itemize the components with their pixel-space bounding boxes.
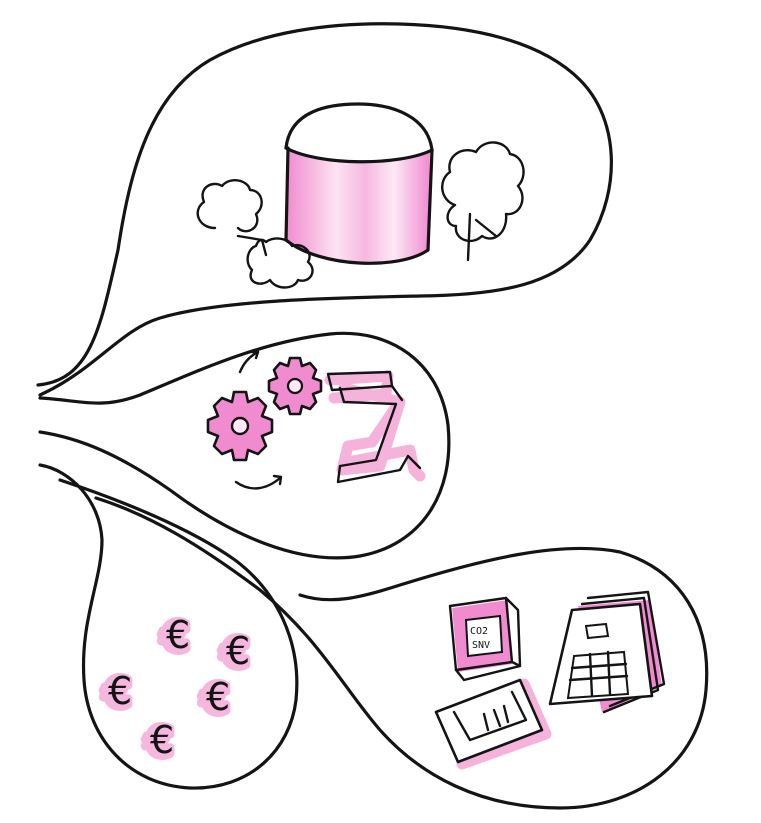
svg-text:€: € — [226, 629, 250, 673]
svg-text:SNV: SNV — [472, 640, 490, 651]
svg-text:€: € — [166, 613, 190, 657]
euro-icon: € € — [221, 629, 250, 675]
document-icon — [436, 680, 546, 764]
euro-icon: € € — [145, 718, 174, 764]
euro-icon: € € — [103, 669, 132, 715]
svg-text:€: € — [206, 675, 230, 719]
form-stack-icon — [550, 592, 664, 712]
svg-text:€: € — [108, 669, 132, 713]
euro-icon: € € — [161, 613, 190, 659]
binder-icon: CO2 SNV — [450, 598, 520, 680]
factory-outline-icon — [328, 372, 420, 482]
gear-icon — [269, 358, 321, 414]
euro-group: € € € € € € € € € € — [103, 613, 250, 764]
svg-text:€: € — [150, 718, 174, 762]
gear-icon — [208, 392, 272, 460]
euro-icon: € € — [201, 675, 230, 721]
storage-tank-icon — [286, 104, 432, 264]
svg-text:CO2: CO2 — [470, 626, 488, 637]
tree-icon — [442, 142, 523, 260]
